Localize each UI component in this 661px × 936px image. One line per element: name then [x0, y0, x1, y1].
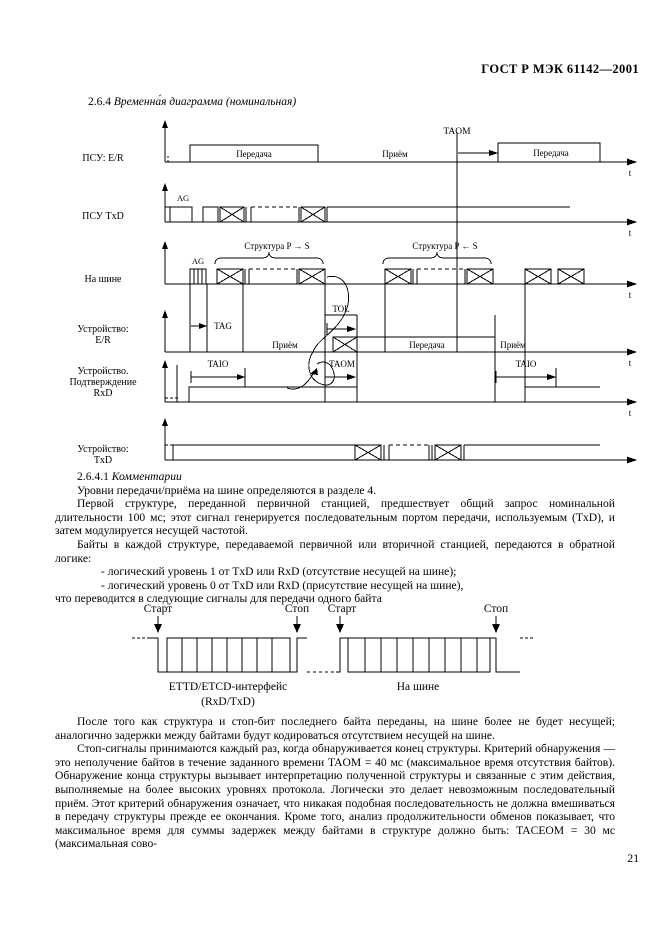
page-number: 21: [627, 852, 639, 865]
comments-heading: 2.6.4.1 Комментарии: [55, 470, 615, 484]
comments-paragraph-1: Уровни передачи/приёма на шине определяю…: [77, 483, 377, 497]
comments-bullet-1: - логический уровень 1 от TxD или RxD (о…: [101, 565, 457, 579]
section-number: 2.6.4: [88, 96, 111, 108]
label-taom-mid: TAOM: [329, 359, 355, 369]
timing-row-label-psu-txd: ПСУ TxD: [82, 211, 124, 222]
label-taom-top: TAOM: [443, 127, 471, 137]
label-receive-1: Приём: [382, 149, 408, 159]
axis-label-t-row4: t: [629, 358, 632, 368]
timing-row-label-na-shine: На шине: [84, 274, 122, 285]
axis-label-t-row2: t: [629, 228, 632, 238]
timing-row-label-ack-3: RxD: [94, 388, 113, 399]
comments-bullet-2: - логический уровень 0 от TxD или RxD (п…: [101, 578, 464, 592]
label-stop-left: Стоп: [285, 603, 309, 615]
label-taio-1: TAIO: [208, 359, 229, 369]
section-title: Временна́я диаграмма (номинальная): [113, 96, 297, 108]
comments-paragraph-3: Байты в каждой структуре, передаваемой п…: [55, 537, 615, 565]
timing-row-label-ack-1: Устройство.: [77, 366, 128, 377]
label-transmit-dev: Передача: [409, 340, 445, 350]
label-receive-dev-1: Приём: [272, 340, 298, 350]
axis-label-t-row5: t: [629, 408, 632, 418]
label-taio-2: TAIO: [516, 359, 537, 369]
standard-header: ГОСТ Р МЭК 61142—2001: [481, 62, 639, 76]
label-start-right: Старт: [328, 603, 356, 615]
comments-heading-number: 2.6.4.1: [77, 470, 109, 483]
timing-row-label-device-txd-1: Устройство:: [77, 444, 128, 455]
comments-heading-title: Комментарии: [111, 470, 182, 483]
section-heading: 2.6.4 Временна́я диаграмма (номинальная): [88, 96, 296, 108]
timing-row-label-device-er-2: E/R: [95, 335, 111, 346]
label-frame-p-from-s: Структура P ← S: [412, 241, 477, 251]
axis-label-t-row1: t: [629, 168, 632, 178]
label-transmit-1: Передача: [236, 149, 272, 159]
timing-row-label-psu-er: ПСУ: E/R: [82, 153, 124, 164]
timing-diagram-figure: ПСУ: E/R TAOM Передача Приём Передача t: [55, 112, 655, 467]
label-tag: TAG: [214, 321, 232, 331]
label-ag-row3: AG: [192, 256, 204, 266]
comments-block: 2.6.4.1 Комментарии Уровни передачи/приё…: [55, 470, 615, 606]
caption-ettd-etcd-interface: ETTD/ETCD-интерфейс: [169, 681, 287, 693]
closing-paragraph-1: После того как структура и стоп-бит посл…: [55, 715, 615, 742]
closing-paragraph-2: Стоп-сигналы принимаются каждый раз, ког…: [55, 742, 615, 851]
label-frame-p-to-s: Структура P → S: [244, 241, 309, 251]
timing-row-label-device-er-1: Устройство:: [77, 324, 128, 335]
closing-block: После того как структура и стоп-бит посл…: [55, 715, 615, 851]
axis-label-t-row3: t: [629, 290, 632, 300]
label-ag-row2: AG: [177, 193, 189, 203]
label-start-left: Старт: [144, 603, 172, 615]
label-transmit-2: Передача: [533, 148, 569, 158]
comments-paragraph-2: Первой структуре, переданной первичной с…: [55, 497, 615, 538]
timing-row-label-device-txd-2: TxD: [94, 455, 112, 466]
caption-na-shine: На шине: [397, 681, 440, 693]
label-stop-right: Стоп: [484, 603, 508, 615]
caption-rxd-txd: (RxD/TxD): [201, 696, 255, 708]
timing-row-label-ack-2: Подтверждение: [69, 377, 137, 388]
byte-frame-figure: Старт Стоп Старт Стоп ETTD/ETCD-интерфей…: [100, 600, 580, 712]
comments-paragraph-4: что переводится в следующие сигналы для …: [55, 592, 382, 606]
label-receive-dev-2: Приём: [500, 340, 526, 350]
label-tol: TOL: [332, 304, 349, 314]
